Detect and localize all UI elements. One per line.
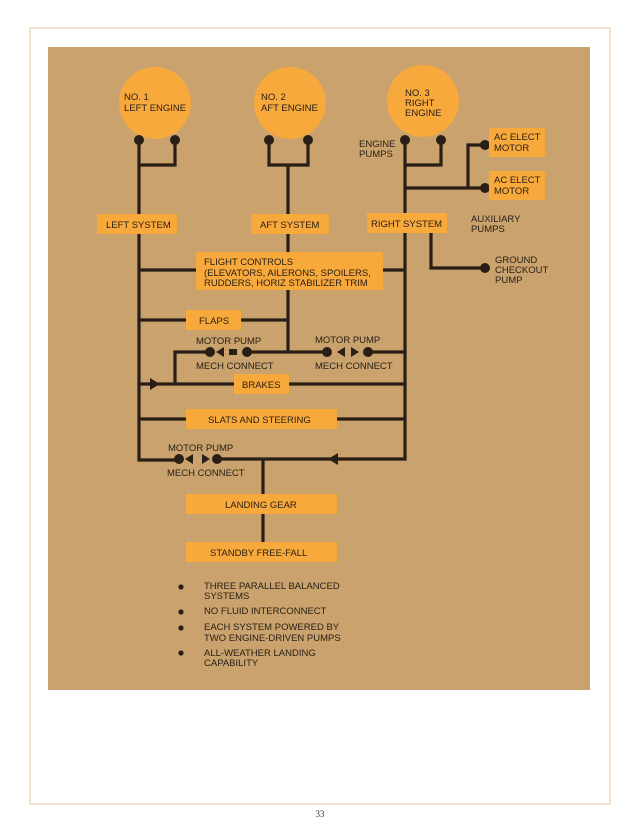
aft-system-box: [251, 214, 329, 234]
motor-pump-label: MOTOR PUMP: [315, 335, 380, 346]
annotations: ENGINE PUMPS AUXILIARY PUMPS GROUND CHEC…: [167, 139, 549, 479]
arrow-left-icon: [185, 454, 193, 464]
landing-gear-box: [186, 494, 337, 514]
left-system-label: LEFT SYSTEM: [106, 220, 171, 231]
right-system-box: [367, 213, 447, 233]
bullet-icon: [178, 584, 184, 590]
bullet-icon: [178, 609, 184, 615]
flight-controls-label: (ELEVATORS, AILERONS, SPOILERS,: [204, 268, 371, 279]
ac-motor-label: AC ELECT: [494, 175, 541, 186]
engine-labels: NO. 1 LEFT ENGINE NO. 2 AFT ENGINE NO. 3…: [124, 88, 441, 119]
arrow-left-icon: [337, 347, 345, 357]
mech-connect-label: MECH CONNECT: [315, 361, 393, 372]
motor-pump-label: MOTOR PUMP: [196, 336, 261, 347]
bullet-text: ALL-WEATHER LANDING: [204, 648, 316, 659]
engine-2-label: AFT ENGINE: [261, 103, 318, 114]
aft-system-label: AFT SYSTEM: [260, 220, 320, 231]
bullet-text: TWO ENGINE-DRIVEN PUMPS: [204, 633, 341, 644]
flight-controls-label: RUDDERS, HORIZ STABILIZER TRIM: [204, 278, 368, 289]
bullet-icon: [178, 650, 184, 656]
motor-pump-label: MOTOR PUMP: [168, 443, 233, 454]
ground-checkout-label: GROUND: [495, 255, 537, 266]
standby-label: STANDBY FREE-FALL: [210, 548, 307, 559]
engine-3-label: RIGHT: [405, 98, 435, 109]
auxiliary-pumps-label: PUMPS: [471, 224, 505, 235]
landing-gear-label: LANDING GEAR: [225, 500, 297, 511]
engine-3: [387, 65, 459, 137]
ac-motor-label: MOTOR: [494, 143, 529, 154]
engine-2: [254, 67, 326, 139]
flight-controls-label: FLIGHT CONTROLS: [204, 257, 293, 268]
flight-controls-box: [196, 252, 383, 290]
flaps-box: [186, 310, 241, 330]
bullet-text: NO FLUID INTERCONNECT: [204, 606, 327, 617]
bullet-text: SYSTEMS: [204, 591, 249, 602]
left-system-box: [97, 214, 177, 234]
right-system-label: RIGHT SYSTEM: [371, 219, 442, 230]
auxiliary-pumps-label: AUXILIARY: [471, 214, 521, 225]
slats-label: SLATS AND STEERING: [208, 415, 311, 426]
arrow-left-icon: [216, 347, 224, 357]
ac-motor-box-2: [489, 171, 545, 200]
box-labels: LEFT SYSTEM AFT SYSTEM RIGHT SYSTEM AC E…: [106, 132, 541, 559]
engine-circles: [119, 65, 459, 139]
bullet-list: THREE PARALLEL BALANCED SYSTEMS NO FLUID…: [178, 581, 341, 669]
brakes-box: [234, 374, 289, 394]
bullet-text: THREE PARALLEL BALANCED: [204, 581, 340, 592]
arrow-right-icon: [351, 347, 359, 357]
engine-1-label: LEFT ENGINE: [124, 103, 186, 114]
engine-pumps-label: PUMPS: [359, 149, 393, 160]
ground-checkout-label: PUMP: [495, 275, 522, 286]
ac-motor-label: MOTOR: [494, 186, 529, 197]
engine-1: [119, 67, 191, 139]
engine-2-label: NO. 2: [261, 92, 286, 103]
page-border: [29, 27, 611, 805]
mech-connect-label: MECH CONNECT: [196, 361, 274, 372]
ground-checkout-label: CHECKOUT: [495, 265, 549, 276]
standby-box: [186, 542, 337, 562]
ac-motor-box-1: [489, 128, 545, 157]
bullet-icon: [178, 625, 184, 631]
bullet-text: CAPABILITY: [204, 658, 259, 669]
engine-1-label: NO. 1: [124, 92, 149, 103]
boxes: [97, 128, 545, 562]
ac-motor-label: AC ELECT: [494, 132, 541, 143]
arrow-right-icon: [202, 454, 210, 464]
brakes-label: BRAKES: [242, 380, 281, 391]
flaps-label: FLAPS: [199, 316, 229, 327]
bullet-text: EACH SYSTEM POWERED BY: [204, 622, 340, 633]
arrow-right-icon: [150, 378, 160, 390]
slats-box: [186, 409, 337, 429]
mech-connect-label: MECH CONNECT: [167, 468, 245, 479]
flow-arrows: [150, 347, 359, 465]
pump-dots: [134, 135, 490, 464]
arrow-left-icon: [328, 453, 338, 465]
engine-3-label: ENGINE: [405, 108, 441, 119]
page-number: 33: [316, 809, 326, 819]
engine-3-label: NO. 3: [405, 88, 430, 99]
engine-pumps-label: ENGINE: [359, 139, 395, 150]
